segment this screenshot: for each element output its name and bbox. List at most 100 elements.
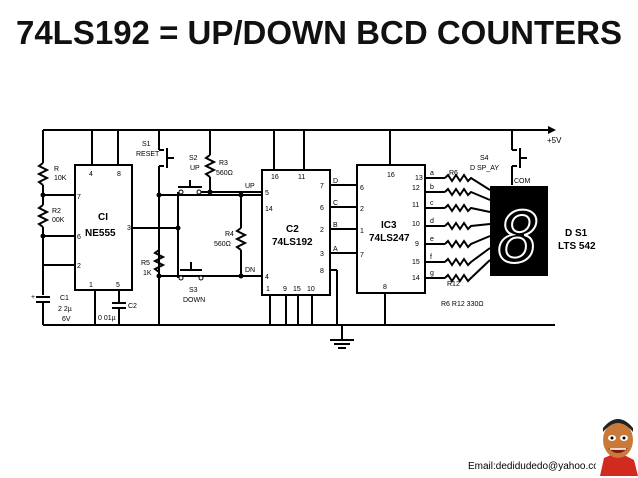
r2-name: R2	[52, 208, 61, 215]
svg-text:RESET: RESET	[136, 151, 160, 158]
svg-text:4: 4	[265, 274, 269, 281]
resistor-r5	[152, 249, 166, 273]
r1-name: R	[54, 166, 59, 173]
svg-text:1: 1	[360, 228, 364, 235]
ic3-name: IC3	[381, 220, 397, 231]
svg-text:2: 2	[77, 263, 81, 270]
svg-text:S2: S2	[189, 155, 198, 162]
svg-text:7: 7	[360, 252, 364, 259]
svg-text:14: 14	[412, 275, 420, 282]
com-label: COM	[514, 178, 531, 185]
ic3-part: 74LS247	[369, 233, 410, 244]
ic2-74ls192	[261, 169, 331, 296]
svg-text:6: 6	[360, 185, 364, 192]
ic1-part: NE555	[85, 228, 116, 239]
svg-text:8: 8	[320, 268, 324, 275]
seven-segment-display	[490, 186, 548, 276]
svg-text:11: 11	[412, 202, 419, 209]
svg-text:2: 2	[320, 227, 324, 234]
display-part: LTS 542	[558, 241, 596, 252]
svg-text:1: 1	[266, 286, 270, 293]
r2-value: 00K	[52, 217, 65, 224]
svg-text:5: 5	[116, 282, 120, 289]
bus-c-label: C	[333, 200, 338, 207]
cartoon-avatar	[596, 418, 638, 476]
seg-a-label: a	[430, 170, 434, 177]
svg-text:UP: UP	[190, 165, 200, 172]
svg-text:12: 12	[412, 185, 420, 192]
svg-text:9: 9	[283, 286, 287, 293]
svg-text:D SP_AY: D SP_AY	[470, 165, 499, 172]
r6-r12-note: R6 R12 330Ω	[441, 301, 484, 308]
seg-f-label: f	[430, 254, 432, 261]
svg-text:R3: R3	[219, 160, 228, 167]
svg-text:6: 6	[77, 234, 81, 241]
svg-text:R5: R5	[141, 260, 150, 267]
ic2-part: 74LS192	[272, 237, 313, 248]
display-name: D S1	[565, 228, 588, 239]
svg-text:10: 10	[307, 286, 315, 293]
r1-value: 10K	[54, 175, 67, 182]
svg-text:S4: S4	[480, 155, 489, 162]
bus-b-label: B	[333, 222, 338, 229]
svg-text:14: 14	[265, 206, 273, 213]
ground-symbol-icon	[330, 339, 354, 349]
svg-text:16: 16	[387, 172, 395, 179]
resistor-r1	[36, 162, 50, 186]
bus-d-label: D	[333, 178, 338, 185]
svg-text:R4: R4	[225, 231, 234, 238]
svg-text:7: 7	[320, 183, 324, 190]
bus-a-label: A	[333, 246, 338, 253]
c2-value: 0 01µ	[98, 315, 116, 322]
svg-text:1K: 1K	[143, 270, 152, 277]
seg-b-label: b	[430, 184, 434, 191]
svg-text:8: 8	[117, 171, 121, 178]
svg-text:9: 9	[415, 241, 419, 248]
svg-text:2: 2	[360, 206, 364, 213]
supply-label: +5V	[547, 136, 562, 145]
ic2-name: C2	[286, 224, 299, 235]
capacitor-c2	[112, 302, 126, 309]
svg-text:7: 7	[77, 194, 81, 201]
switch-s4-display	[511, 130, 527, 185]
switch-s3-down	[178, 262, 204, 281]
resistor-r2	[36, 204, 50, 228]
svg-text:1: 1	[89, 282, 93, 289]
c2-name: C2	[128, 303, 137, 310]
ic1-name: CI	[98, 212, 108, 223]
svg-text:5: 5	[265, 190, 269, 197]
seg-e-label: e	[430, 236, 434, 243]
resistor-r3	[203, 154, 217, 178]
up-signal-label: UP	[245, 183, 255, 190]
svg-text:S1: S1	[142, 141, 151, 148]
svg-text:S3: S3	[189, 287, 198, 294]
resistor-r4	[234, 227, 248, 251]
svg-text:8: 8	[383, 284, 387, 291]
c1-value: 2 2µ	[58, 306, 72, 313]
seg-c-label: c	[430, 200, 434, 207]
svg-text:560Ω: 560Ω	[214, 241, 231, 248]
svg-text:13: 13	[415, 175, 423, 182]
page-title: 74LS192 = UP/DOWN BCD COUNTERS	[15, 14, 623, 51]
ic3-74ls247	[356, 164, 426, 294]
c1-voltage: 6V	[62, 316, 71, 323]
email-contact: Email:dedidudedo@yahoo.com	[468, 461, 608, 472]
svg-text:DOWN: DOWN	[183, 297, 205, 304]
switch-s2-up	[178, 180, 202, 195]
svg-text:3: 3	[127, 225, 131, 232]
svg-text:16: 16	[271, 174, 279, 181]
segment-resistors	[425, 173, 491, 283]
display-digit: 8	[498, 197, 540, 279]
svg-text:6: 6	[320, 205, 324, 212]
r6-label: R6	[449, 170, 458, 177]
svg-text:11: 11	[298, 174, 305, 181]
svg-text:15: 15	[293, 286, 301, 293]
svg-text:+: +	[31, 294, 35, 301]
supply-arrow-icon	[548, 126, 556, 134]
dn-signal-label: DN	[245, 267, 255, 274]
svg-text:15: 15	[412, 259, 420, 266]
capacitor-c1	[36, 296, 50, 303]
seg-d-label: d	[430, 218, 434, 225]
switch-s1-reset	[158, 130, 174, 168]
